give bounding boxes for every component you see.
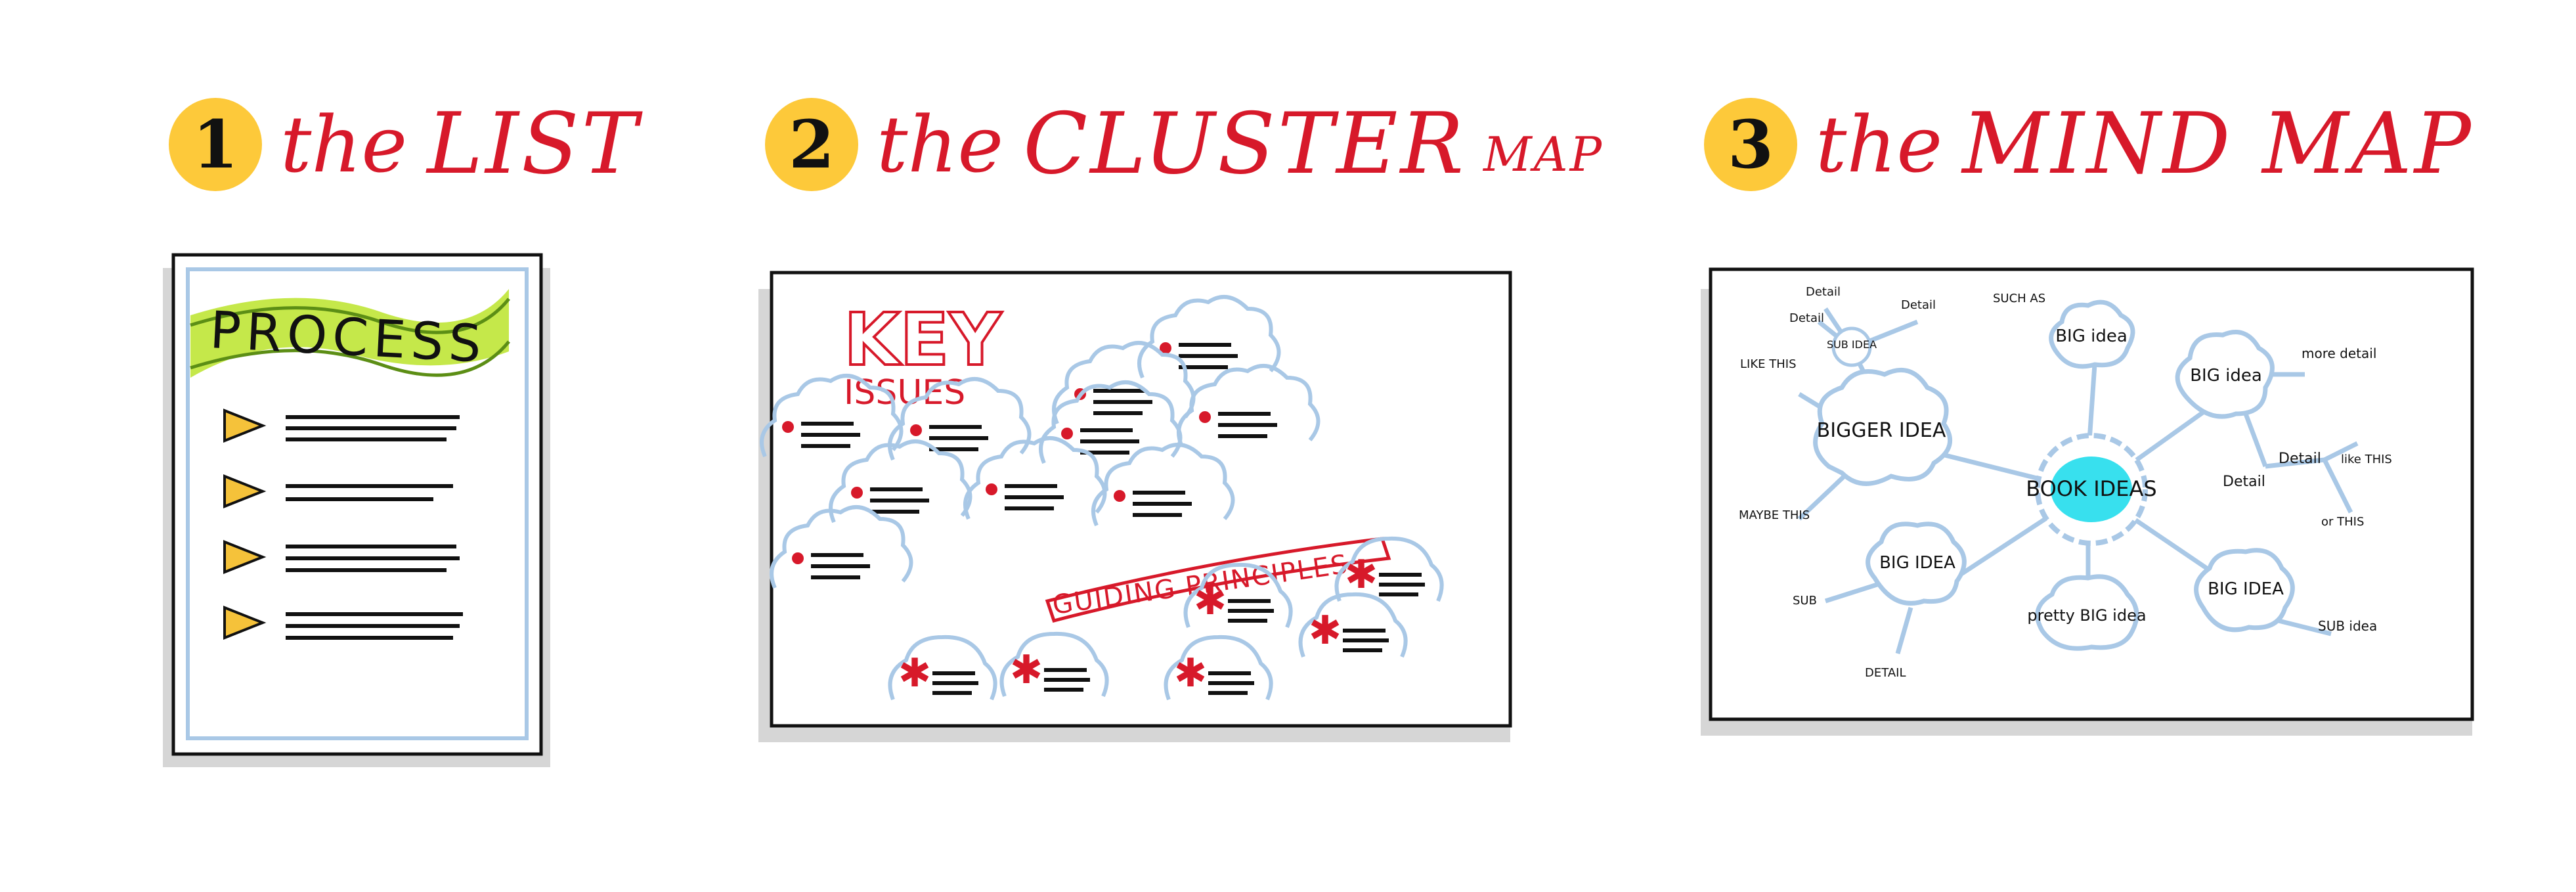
center-highlight <box>2051 457 2132 522</box>
text-lines <box>286 612 463 640</box>
arrow-bullet-icon <box>223 409 267 443</box>
heading-title: MIND MAP <box>1962 95 2474 193</box>
step-number-badge: 2 <box>765 97 858 191</box>
center-label: BOOK IDEAS <box>2026 476 2156 501</box>
text-lines <box>286 545 460 572</box>
banner-stroke <box>190 298 510 377</box>
pretty-big-idea-label: pretty BIG idea <box>2027 606 2146 625</box>
big-idea-caps-label: BIG IDEA <box>1879 553 1955 573</box>
arrow-bullet-icon <box>223 606 267 640</box>
big-idea-caps-label: BIG IDEA <box>2208 579 2284 599</box>
detail-caps-label: DETAIL <box>1865 666 1906 680</box>
list-item <box>223 474 453 508</box>
detail-label: Detail <box>1901 298 1936 312</box>
sub-idea-label: SUB IDEA <box>1827 338 1877 351</box>
list-item <box>223 540 460 574</box>
heading-subtitle: MAP <box>1483 126 1604 182</box>
more-detail-label: more detail <box>2302 346 2376 361</box>
step-number-badge: 3 <box>1704 97 1797 191</box>
sub-label: SUB <box>1793 594 1817 608</box>
panel-mind-map: 3 the MIND MAP BOOK IDEAS BIGGE <box>1642 0 2576 892</box>
step-number-badge: 1 <box>169 97 262 191</box>
heading-title: LIST <box>427 95 640 193</box>
such-as-label: SUCH AS <box>1993 292 2045 305</box>
big-idea-label: BIG idea <box>2190 366 2262 386</box>
text-lines <box>286 484 453 501</box>
heading-prefix: the <box>1816 99 1943 190</box>
heading-title: CLUSTER <box>1023 95 1466 193</box>
text-lines <box>286 415 460 441</box>
arrow-bullet-icon <box>223 540 267 574</box>
panel-list: 1 the LIST PROCESS <box>0 0 722 892</box>
bigger-idea-label: BIGGER IDEA <box>1817 419 1946 442</box>
list-item <box>223 409 460 443</box>
maybe-this-label: MAYBE THIS <box>1739 508 1810 522</box>
list-items <box>223 409 463 640</box>
big-idea-label: BIG idea <box>2055 326 2128 346</box>
detail-nodes: SUB IDEA Detail Detail Detail LIKE THIS … <box>1739 285 2392 680</box>
mind-map-illustration: BOOK IDEAS BIGGER IDEA BIG idea BIG idea… <box>1701 267 2474 736</box>
heading-prefix: the <box>280 99 408 190</box>
big-idea-node <box>2194 548 2295 633</box>
cluster-map-illustration: ✱ KEY ISSUES GUIDING PRINCIPLES <box>758 271 1512 742</box>
list-heading: 1 the LIST <box>169 95 640 193</box>
banner-label: PROCESS <box>209 301 489 374</box>
detail-label: Detail <box>1789 311 1824 325</box>
banner-fill <box>190 289 509 378</box>
like-this-label: LIKE THIS <box>1740 357 1797 371</box>
sub-idea-node <box>1831 326 1872 367</box>
big-idea-node <box>2049 300 2135 369</box>
list-item <box>223 606 463 640</box>
bigger-idea-node <box>1813 367 1952 486</box>
panel-cluster-map: 2 the CLUSTER MAP ✱ KEY ISSUES <box>722 0 1642 892</box>
detail-label: Detail <box>1806 285 1841 299</box>
detail-label: Detail <box>2223 474 2265 490</box>
sub-idea-lower-label: SUB idea <box>2318 618 2377 634</box>
big-idea-node <box>1866 522 1967 606</box>
pretty-big-idea-node <box>2035 574 2139 651</box>
detail-label: Detail <box>2279 451 2321 467</box>
cluster-heading: 2 the CLUSTER MAP <box>765 95 1604 193</box>
list-page-illustration: PROCESS <box>163 253 550 767</box>
key-label: KEY <box>844 298 1002 382</box>
heading-prefix: the <box>877 99 1004 190</box>
page-inner-border <box>186 267 529 740</box>
mindmap-heading: 3 the MIND MAP <box>1704 95 2474 193</box>
big-idea-node <box>2175 330 2275 419</box>
arrow-bullet-icon <box>223 474 267 508</box>
or-this-label: or THIS <box>2321 515 2364 529</box>
like-this-lower-label: like THIS <box>2341 453 2392 466</box>
